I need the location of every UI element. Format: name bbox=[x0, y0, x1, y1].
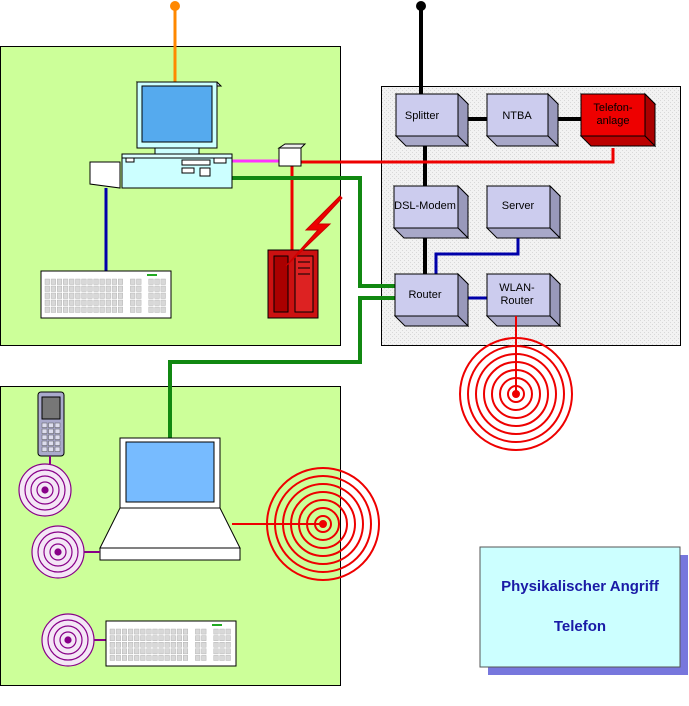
laptop-purple-wireless-signal-icon bbox=[31, 525, 100, 579]
laptop-wireless-signal-icon bbox=[266, 467, 380, 581]
desktop-monitor-icon bbox=[135, 81, 223, 155]
splitter-box[interactable]: Splitter bbox=[394, 92, 470, 148]
telefonanlage-box[interactable]: Telefon- anlage bbox=[579, 92, 657, 148]
orange-cable bbox=[170, 1, 180, 82]
phone-wireless-signal-icon bbox=[18, 456, 72, 517]
server-label: Server bbox=[502, 200, 535, 212]
info-box: Physikalischer Angriff Telefon bbox=[479, 546, 688, 675]
lightning-icon bbox=[285, 195, 343, 267]
wireless-keyboard-icon bbox=[105, 620, 237, 667]
phone-line-cable bbox=[416, 1, 426, 94]
router-box[interactable]: Router bbox=[393, 272, 470, 328]
phone-jack-icon bbox=[277, 143, 307, 167]
server-box[interactable]: Server bbox=[485, 184, 562, 240]
dsl-modem-label: DSL-Modem bbox=[394, 200, 456, 212]
info-subtitle: Telefon bbox=[554, 618, 606, 635]
keyboard-wireless-signal-icon bbox=[41, 613, 106, 667]
mobile-phone-icon bbox=[37, 391, 65, 457]
dsl-modem-box[interactable]: DSL-Modem bbox=[392, 184, 470, 240]
telefonanlage-label-2: anlage bbox=[596, 115, 629, 127]
desktop-side-unit-icon bbox=[89, 161, 121, 189]
router-label: Router bbox=[408, 289, 441, 301]
ntba-label: NTBA bbox=[502, 110, 532, 122]
telefonanlage-label-1: Telefon- bbox=[593, 102, 632, 114]
wlan-router-label-1: WLAN- bbox=[499, 282, 535, 294]
green-network-cables bbox=[168, 176, 397, 440]
red-telephone-icon bbox=[267, 249, 319, 319]
wlan-signal-icon bbox=[459, 316, 573, 451]
wlan-router-box[interactable]: WLAN- Router bbox=[485, 272, 562, 328]
ntba-box[interactable]: NTBA bbox=[485, 92, 560, 148]
splitter-label: Splitter bbox=[405, 110, 440, 122]
laptop-icon bbox=[99, 437, 241, 561]
info-title: Physikalischer Angriff bbox=[501, 578, 660, 595]
desktop-keyboard-icon bbox=[40, 270, 172, 319]
wlan-router-label-2: Router bbox=[500, 295, 533, 307]
desktop-tower-icon bbox=[121, 153, 233, 189]
